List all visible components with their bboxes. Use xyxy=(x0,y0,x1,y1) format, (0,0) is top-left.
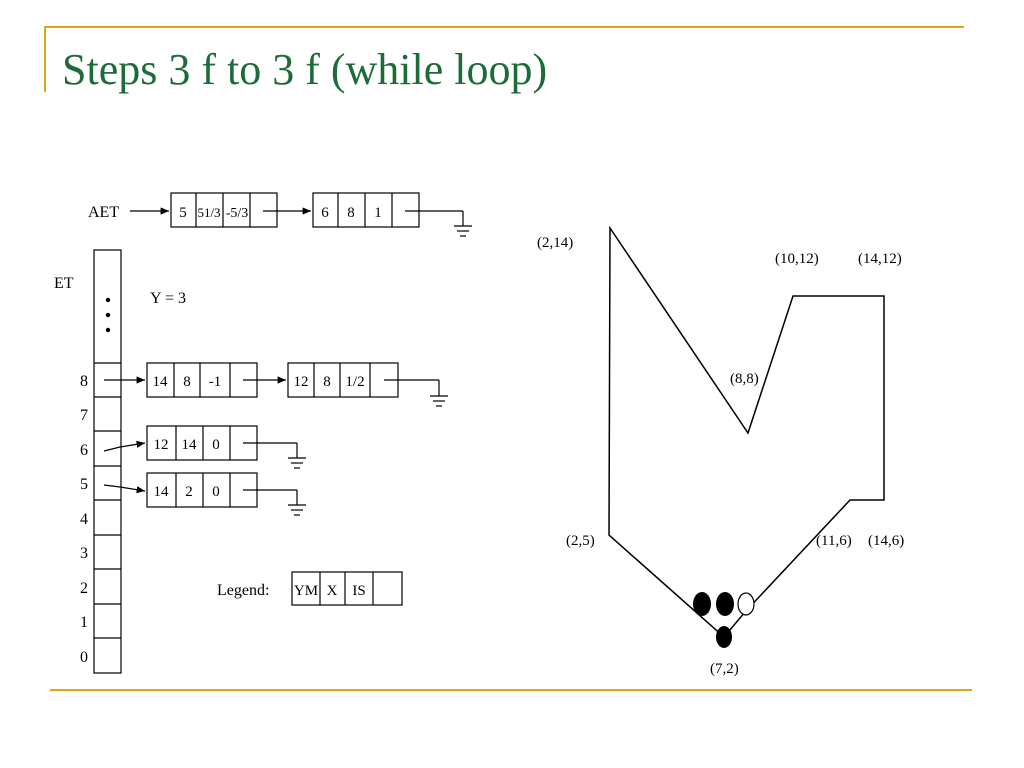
et-node-cell: 14 xyxy=(153,374,169,390)
null-ground-symbol xyxy=(243,442,306,469)
aet-node-2: 6 8 1 xyxy=(312,192,420,228)
legend-cell: X xyxy=(327,583,338,599)
et-row-labels: 8 7 6 5 4 3 2 1 0 xyxy=(80,373,88,666)
et-node-cell: 8 xyxy=(183,374,191,390)
et-node-cell: -1 xyxy=(209,374,222,390)
ellipsis-dot xyxy=(105,297,111,303)
vertex-label: (14,12) xyxy=(858,251,902,267)
et-row8-node-1: 14 8 -1 xyxy=(146,362,258,398)
title-accent-top xyxy=(44,26,964,28)
et-row5-node-1: 14 2 0 xyxy=(146,472,258,508)
et-node-cell: 2 xyxy=(185,484,193,500)
null-ground-symbol xyxy=(243,489,306,516)
title-accent-left xyxy=(44,26,46,92)
ellipsis-dot xyxy=(105,312,111,318)
null-ground-symbol xyxy=(384,379,448,407)
et-row-label: 1 xyxy=(80,614,88,631)
aet-node-1: 5 51/3 -5/3 xyxy=(170,192,278,228)
et-node-cell: 12 xyxy=(154,437,169,453)
et-row-label: 3 xyxy=(80,545,88,562)
vertex-label: (14,6) xyxy=(868,533,904,549)
aet-node-cell: 6 xyxy=(321,205,329,221)
aet-node-cell: 1 xyxy=(374,205,382,221)
et-row8-node-2: 12 8 1/2 xyxy=(287,362,399,398)
et-row-label: 2 xyxy=(80,580,88,597)
aet-label: AET xyxy=(88,204,119,221)
et-node-cell: 12 xyxy=(294,374,309,390)
et-column xyxy=(93,249,122,674)
polygon-outline xyxy=(608,225,885,639)
et-row-label: 4 xyxy=(80,511,88,528)
slide-title: Steps 3 f to 3 f (while loop) xyxy=(62,45,548,94)
filled-pixel-marker xyxy=(693,592,711,616)
legend-label: Legend: xyxy=(217,582,269,599)
polygon-vertex-labels: (2,14) (10,12) (14,12) (8,8) (2,5) (11,6… xyxy=(537,235,904,677)
ellipsis-dot xyxy=(105,327,111,333)
et-row-label: 8 xyxy=(80,373,88,390)
aet-node-cell: -5/3 xyxy=(226,206,249,221)
et-node-cell: 14 xyxy=(182,437,198,453)
pixel-markers xyxy=(693,592,755,648)
vertex-label: (11,6) xyxy=(816,533,852,549)
et-row6-node-1: 12 14 0 xyxy=(146,425,258,461)
et-row5-arrow xyxy=(103,484,146,494)
et-node-cell: 0 xyxy=(212,484,220,500)
et-node-cell: 14 xyxy=(154,484,170,500)
legend-node: YM X IS xyxy=(291,571,403,606)
et-row6-arrow xyxy=(103,440,146,452)
filled-pixel-marker xyxy=(716,592,734,616)
vertex-label: (2,14) xyxy=(537,235,573,251)
et-node-cell: 0 xyxy=(212,437,220,453)
et-label: ET xyxy=(54,275,74,292)
et-row-label: 5 xyxy=(80,476,88,493)
empty-pixel-marker xyxy=(737,592,755,616)
vertex-label: (2,5) xyxy=(566,533,595,549)
aet-node-cell: 51/3 xyxy=(197,205,220,220)
legend-cell: YM xyxy=(294,583,318,599)
legend-cell: IS xyxy=(352,583,365,599)
et-row-label: 0 xyxy=(80,649,88,666)
null-ground-symbol xyxy=(405,210,472,237)
et-node-cell: 8 xyxy=(323,374,331,390)
aet-node-cell: 8 xyxy=(347,205,355,221)
et-node-cell: 1/2 xyxy=(345,374,364,390)
aet-node-cell: 5 xyxy=(179,205,187,221)
vertex-label: (10,12) xyxy=(775,251,819,267)
et-row-label: 7 xyxy=(80,407,88,424)
filled-pixel-marker xyxy=(716,626,732,648)
y-value-label: Y = 3 xyxy=(150,290,186,307)
footer-divider xyxy=(50,689,972,691)
vertex-label: (8,8) xyxy=(730,371,759,387)
vertex-label: (7,2) xyxy=(710,661,739,677)
et-row-label: 6 xyxy=(80,442,88,459)
